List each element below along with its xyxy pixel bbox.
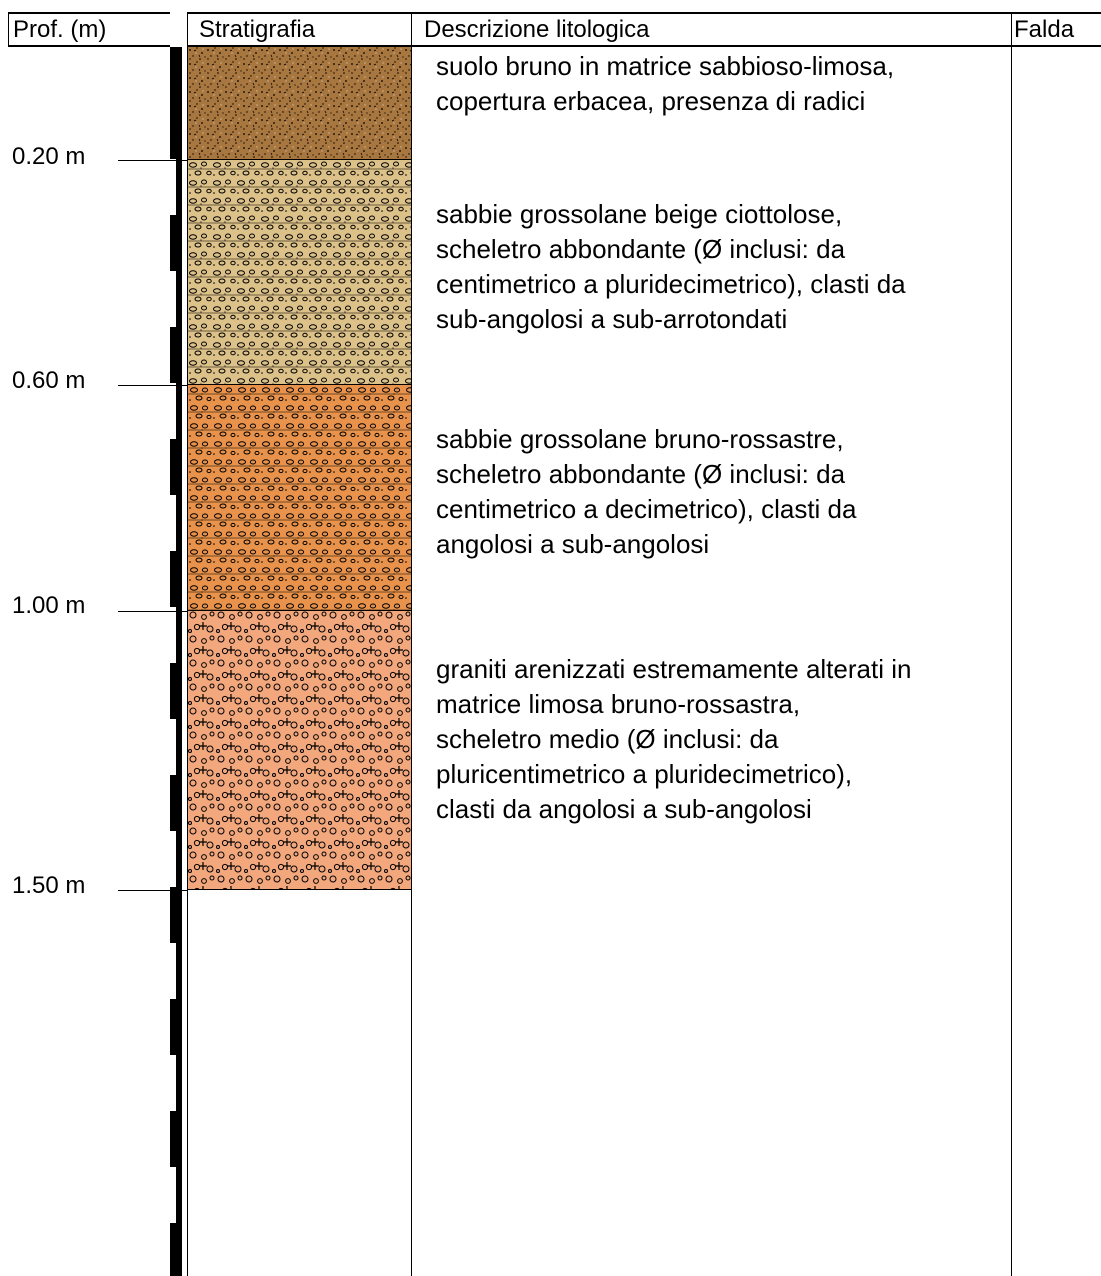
ruler-segment xyxy=(170,663,182,719)
layer-description: suolo bruno in matrice sabbioso-limosa, … xyxy=(436,51,895,116)
layer-description: sabbie grossolane beige ciottolose, sche… xyxy=(436,199,906,334)
ruler-segment xyxy=(170,999,182,1055)
stratum-weathered-granite xyxy=(187,611,411,890)
depth-label: 0.60 m xyxy=(12,367,86,394)
stratum-beige-sand-hatch xyxy=(188,160,411,384)
header-water-table: Falda xyxy=(1011,12,1101,47)
column-divider-description xyxy=(411,12,412,1276)
ruler-segment xyxy=(170,775,182,831)
ruler-segment xyxy=(176,831,182,887)
header-stratigraphy: Stratigrafia xyxy=(187,12,412,47)
depth-label: 1.50 m xyxy=(12,872,86,899)
ruler-segment xyxy=(170,103,182,159)
ruler-segment xyxy=(170,1111,182,1167)
depth-label: 1.00 m xyxy=(12,592,86,619)
ruler-segment xyxy=(176,1055,182,1111)
ruler-segment xyxy=(170,47,182,103)
ruler-segment xyxy=(170,551,182,607)
depth-tick xyxy=(118,385,188,386)
ruler-segment xyxy=(176,943,182,999)
stratum-red-brown-sand xyxy=(187,385,411,611)
stratum-topsoil-hatch xyxy=(188,47,411,159)
depth-tick xyxy=(118,160,188,161)
header-depth: Prof. (m) xyxy=(8,12,170,47)
depth-tick xyxy=(118,890,188,891)
ruler-segment xyxy=(170,1223,182,1276)
ruler-segment xyxy=(170,887,182,943)
stratum-weathered-granite-hatch xyxy=(188,611,411,889)
header-water-table-label: Falda xyxy=(1014,16,1075,43)
ruler-segment xyxy=(176,383,182,439)
ruler-segment xyxy=(176,495,182,551)
header-description-label: Descrizione litologica xyxy=(424,16,650,43)
ruler-segment xyxy=(176,607,182,663)
ruler-segment xyxy=(176,719,182,775)
header-depth-label: Prof. (m) xyxy=(13,16,107,43)
column-divider-depth-left xyxy=(8,12,9,47)
ruler-segment xyxy=(170,439,182,495)
ruler-segment xyxy=(170,327,182,383)
header-stratigraphy-label: Stratigrafia xyxy=(199,16,316,43)
ruler-segment xyxy=(176,271,182,327)
stratum-beige-sand xyxy=(187,160,411,385)
ruler-segment xyxy=(176,159,182,215)
column-divider-water-table xyxy=(1011,12,1012,1276)
depth-label: 0.20 m xyxy=(12,143,86,170)
layer-description: graniti arenizzati estremamente alterati… xyxy=(436,654,912,824)
ruler-segment xyxy=(170,215,182,271)
layer-description: sabbie grossolane bruno-rossastre, schel… xyxy=(436,424,857,559)
depth-tick xyxy=(118,611,188,612)
stratum-topsoil xyxy=(187,47,411,160)
header-description: Descrizione litologica xyxy=(412,12,1011,47)
stratum-red-brown-sand-hatch xyxy=(188,385,411,610)
ruler-segment xyxy=(176,1167,182,1223)
